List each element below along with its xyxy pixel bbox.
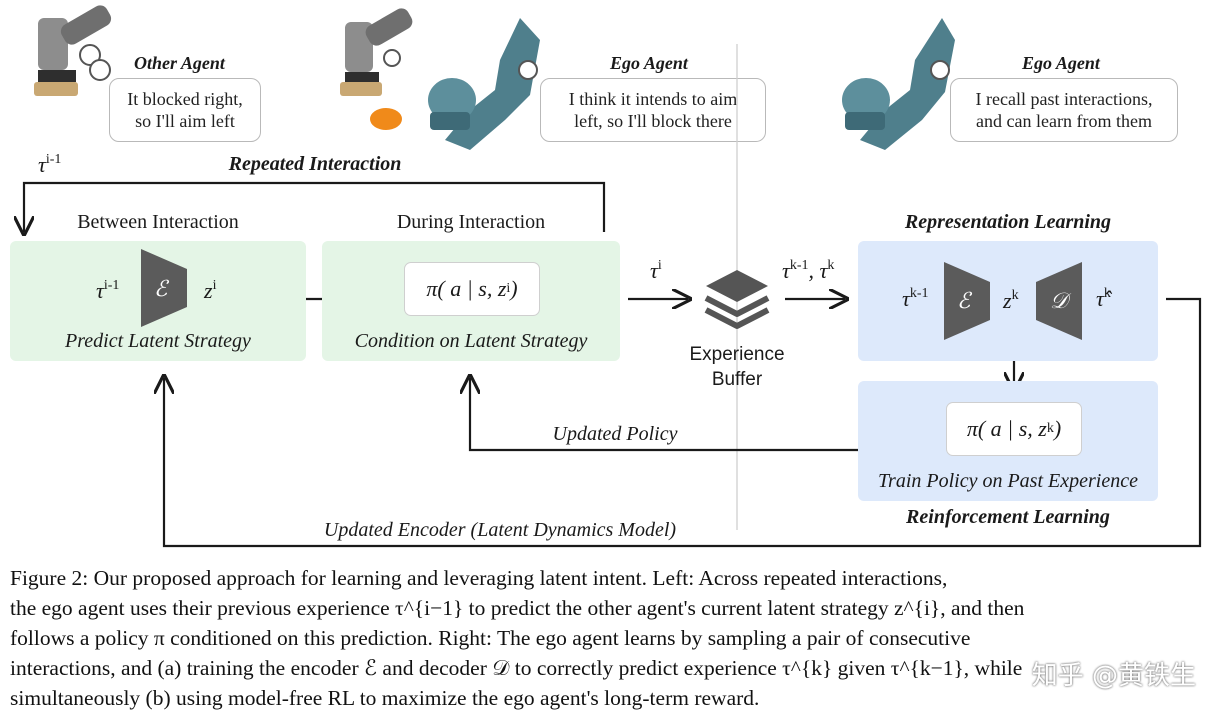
experience-buffer-label: Experience Buffer [672, 342, 802, 392]
other-agent-robot-2-icon [340, 8, 413, 130]
updated-encoder-arrow [164, 297, 1202, 548]
experience-buffer-stack-icon [704, 270, 770, 329]
caption-line: interactions, and (a) training the encod… [10, 656, 1023, 680]
buffer-label-line: Buffer [711, 369, 763, 390]
caption-line: the ego agent uses their previous experi… [10, 596, 1025, 620]
puck-icon [370, 108, 402, 130]
tau-input-label: τi-1 [96, 278, 120, 303]
bubble-line: I think it intends to aim [568, 89, 738, 109]
bubble-line: so I'll aim left [135, 111, 235, 131]
during-interaction-heading: During Interaction [396, 211, 546, 233]
z-output-label: zi [204, 278, 217, 303]
caption-line: simultaneously (b) using model-free RL t… [10, 686, 760, 710]
updated-encoder-label: Updated Encoder (Latent Dynamics Model) [323, 519, 677, 541]
ego-agent-speech-bubble: I think it intends to aim left, so I'll … [540, 78, 766, 142]
reinforcement-learning-heading: Reinforcement Learning [906, 506, 1110, 528]
caption-line: follows a policy π conditioned on this p… [10, 626, 971, 650]
ego-agent-recall-bubble: I recall past interactions, and can lear… [950, 78, 1178, 142]
updated-policy-label: Updated Policy [552, 423, 678, 445]
decoder-symbol: 𝒟 [1050, 288, 1068, 313]
figure-caption: Figure 2: Our proposed approach for lear… [10, 563, 1206, 713]
bubble-line: It blocked right, [127, 89, 243, 109]
encoder-icon [141, 249, 187, 327]
bubble-line: and can learn from them [976, 111, 1152, 131]
ego-agent-robot-icon [428, 18, 540, 150]
buffer-output-label: τk-1, τk [782, 258, 835, 283]
robot-illustrations [34, 5, 955, 150]
representation-learning-heading: Representation Learning [904, 211, 1112, 233]
tau-k-1-label: τk-1 [902, 286, 929, 311]
decoder-icon [1036, 262, 1082, 340]
encoder-k-icon [944, 262, 990, 340]
tau-hat-k-label: τ̂k [1096, 286, 1111, 311]
representation-learning-panel [858, 241, 1158, 361]
predict-latent-strategy-caption: Predict Latent Strategy [65, 330, 251, 352]
buffer-label-line: Experience [689, 344, 785, 365]
encoder-symbol: ℰ [154, 276, 168, 301]
encoder-k-symbol: ℰ [957, 288, 971, 313]
bubble-line: I recall past interactions, [975, 89, 1153, 109]
tau-prev-top-label: τi-1 [38, 152, 62, 177]
watermark: 知乎 @黄铁生 [1031, 661, 1196, 691]
other-agent-robot-icon [34, 5, 112, 96]
updated-policy-arrow [470, 378, 858, 452]
condition-latent-strategy-caption: Condition on Latent Strategy [354, 330, 588, 352]
between-interaction-heading: Between Interaction [77, 211, 239, 233]
repeated-interaction-label: Repeated Interaction [228, 153, 402, 175]
train-policy-caption: Train Policy on Past Experience [878, 470, 1138, 492]
ego-agent-label-right: Ego Agent [1022, 53, 1100, 73]
z-k-label: zk [1003, 288, 1019, 313]
repeated-interaction-arrow [24, 181, 606, 232]
tau-to-buffer-label: τi [650, 258, 662, 283]
other-agent-label: Other Agent [134, 53, 225, 73]
bubble-line: left, so I'll block there [574, 111, 732, 131]
ego-agent-robot-2-icon [842, 18, 955, 150]
other-agent-speech-bubble: It blocked right, so I'll aim left [109, 78, 261, 142]
caption-line: Figure 2: Our proposed approach for lear… [10, 566, 948, 590]
ego-agent-label: Ego Agent [610, 53, 688, 73]
